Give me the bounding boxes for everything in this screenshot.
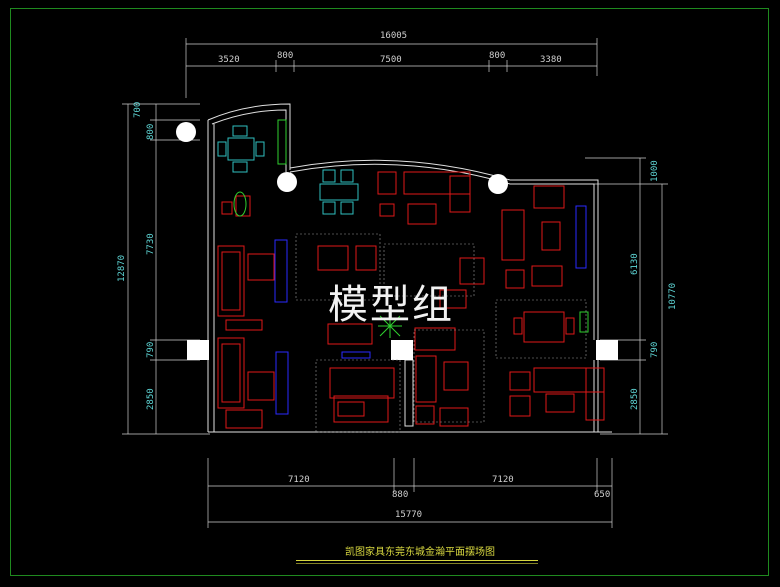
- caption-underline-thin: [296, 563, 538, 564]
- left-dimension-4: 790: [146, 342, 156, 358]
- right-dimension-1: 1000: [650, 160, 660, 182]
- bottom-dimension-lines: [207, 458, 613, 528]
- left-dimension-2: 800: [146, 124, 156, 140]
- top-dimension-3: 7500: [380, 55, 402, 65]
- accent-items: [233, 119, 589, 415]
- bottom-total-dimension: 15770: [395, 510, 422, 520]
- bottom-dimension-2: 880: [392, 490, 408, 500]
- right-dimension-lines: [585, 157, 668, 435]
- bottom-dimension-4: 650: [594, 490, 610, 500]
- right-dimension-4: 2850: [630, 388, 640, 410]
- walls: [207, 103, 612, 433]
- furniture-red: [217, 171, 605, 429]
- left-dimension-1: 700: [133, 102, 143, 118]
- left-dimension-5: 2850: [146, 388, 156, 410]
- plant-symbol: [378, 314, 402, 338]
- top-total-dimension: 16005: [380, 31, 407, 41]
- right-dimension-2: 6130: [630, 253, 640, 275]
- drawing-frame: [10, 8, 769, 576]
- top-dimension-5: 3380: [540, 55, 562, 65]
- right-outer-dimension: 10770: [668, 283, 678, 310]
- left-dimension-lines: [122, 103, 210, 435]
- bottom-dimension-3: 7120: [492, 475, 514, 485]
- watermark-text: 模型组: [328, 282, 454, 328]
- right-dimension-3: 790: [650, 342, 660, 358]
- drawing-caption: 凯图家具东莞东城金瀚平面摆场图: [345, 547, 495, 558]
- bottom-dimension-1: 7120: [288, 475, 310, 485]
- left-dimension-3: 7730: [146, 233, 156, 255]
- top-dimension-4: 800: [489, 51, 505, 61]
- left-outer-dimension: 12870: [117, 255, 127, 282]
- top-dimension-lines: [185, 38, 598, 98]
- top-dimension-2: 800: [277, 51, 293, 61]
- dining-sets: [217, 125, 359, 215]
- zone-outlines: [295, 233, 587, 433]
- columns: [176, 122, 618, 360]
- top-dimension-1: 3520: [218, 55, 240, 65]
- caption-underline: [296, 560, 538, 561]
